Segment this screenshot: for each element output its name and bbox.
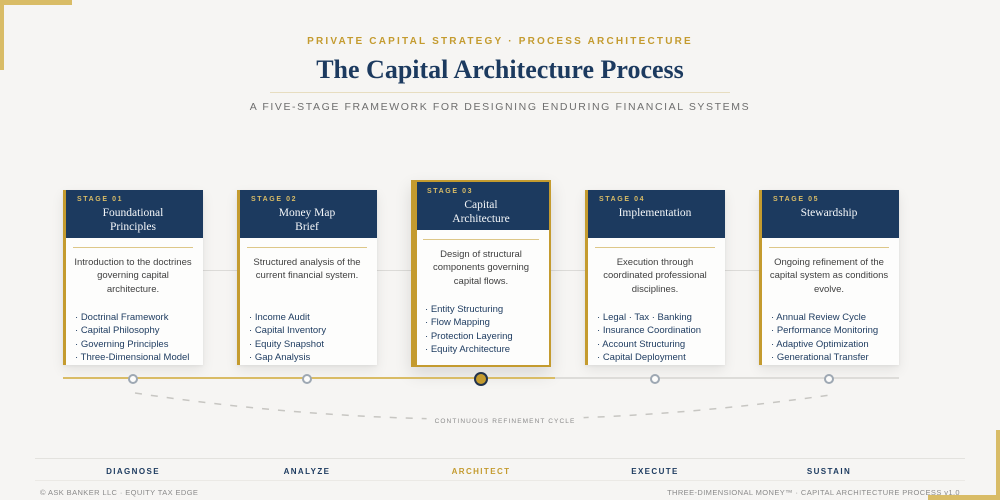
stage-list-item: Protection Layering	[425, 330, 539, 343]
stage-item-list: Entity StructuringFlow MappingProtection…	[423, 303, 539, 357]
card-gold-divider	[595, 247, 715, 248]
card-accent-bar	[413, 182, 417, 365]
stage-list-item: Three-Dimensional Model	[75, 351, 193, 364]
stage-list-item: Account Structuring	[597, 338, 715, 351]
stage-card-header: STAGE 05 Stewardship	[759, 190, 899, 238]
footer-phase-label[interactable]: ANALYZE	[283, 467, 331, 476]
stage-card-body: Structured analysis of the current finan…	[237, 238, 377, 365]
timeline-node-active[interactable]	[474, 372, 488, 386]
stage-title: Money Map Brief	[278, 207, 336, 234]
timeline-node[interactable]	[302, 374, 312, 384]
stage-description: Introduction to the doctrines governing …	[74, 257, 192, 295]
card-gold-divider	[423, 239, 539, 240]
stage-list-item: Adaptive Optimization	[771, 338, 889, 351]
stage-list-item: Capital Inventory	[249, 324, 367, 337]
page-subtitle: A FIVE-STAGE FRAMEWORK FOR DESIGNING END…	[249, 101, 751, 113]
card-accent-bar	[63, 190, 66, 365]
stage-item-list: Legal · Tax · BankingInsurance Coordinat…	[595, 311, 715, 365]
stage-number-label: STAGE 05	[773, 196, 820, 203]
card-gold-divider	[247, 247, 367, 248]
stage-card-header: STAGE 01 Foundational Principles	[63, 190, 203, 238]
eyebrow-label: PRIVATE CAPITAL STRATEGY · PROCESS ARCHI…	[307, 36, 693, 47]
stage-list-item: Income Audit	[249, 311, 367, 324]
stage-list-item: Equity Architecture	[425, 343, 539, 356]
stage-list-item: Entity Structuring	[425, 303, 539, 316]
stage-number-label: STAGE 02	[251, 196, 298, 203]
stage-card-body: Introduction to the doctrines governing …	[63, 238, 203, 365]
stage-list-item: Insurance Coordination	[597, 324, 715, 337]
footer-divider	[35, 458, 965, 459]
corner-accent-bottom-right-vertical	[996, 430, 1000, 500]
stage-description: Structured analysis of the current finan…	[253, 257, 361, 282]
timeline-node[interactable]	[824, 374, 834, 384]
stage-card-header: STAGE 03 Capital Architecture	[413, 182, 549, 230]
stage-list-item: Gap Analysis	[249, 351, 367, 364]
stage-description: Ongoing refinement of the capital system…	[769, 257, 889, 295]
stage-card-body: Design of structural components governin…	[413, 230, 549, 357]
card-accent-bar	[585, 190, 588, 365]
stage-list-item: Legal · Tax · Banking	[597, 311, 715, 324]
card-accent-bar	[759, 190, 762, 365]
stage-number-label: STAGE 03	[427, 188, 474, 195]
copyright-text: © ASK BANKER LLC · EQUITY TAX EDGE	[40, 488, 199, 497]
timeline-node[interactable]	[650, 374, 660, 384]
stage-title: Foundational Principles	[102, 207, 164, 234]
footer-divider	[35, 480, 965, 481]
corner-accent-top-left-horizontal	[0, 0, 72, 5]
stage-list-item: Doctrinal Framework	[75, 311, 193, 324]
stage-card-header: STAGE 04 Implementation	[585, 190, 725, 238]
card-connector-line	[551, 270, 585, 271]
stage-list-item: Generational Transfer	[771, 351, 889, 364]
stage-card[interactable]: STAGE 04 Implementation Execution throug…	[585, 190, 725, 365]
stage-card-body: Ongoing refinement of the capital system…	[759, 238, 899, 365]
stage-item-list: Income AuditCapital InventoryEquity Snap…	[247, 311, 367, 365]
stage-number-label: STAGE 01	[77, 196, 124, 203]
stage-description: Design of structural components governin…	[432, 249, 530, 287]
stage-list-item: Governing Principles	[75, 338, 193, 351]
stage-list-item: Annual Review Cycle	[771, 311, 889, 324]
stage-list-item: Equity Snapshot	[249, 338, 367, 351]
stage-item-list: Doctrinal FrameworkCapital PhilosophyGov…	[73, 311, 193, 365]
card-accent-bar	[237, 190, 240, 365]
refinement-cycle-label: CONTINUOUS REFINEMENT CYCLE	[426, 417, 584, 426]
stage-title: Implementation	[618, 207, 692, 219]
stage-list-item: Performance Monitoring	[771, 324, 889, 337]
stage-item-list: Annual Review CyclePerformance Monitorin…	[769, 311, 889, 365]
footer-phase-label[interactable]: EXECUTE	[631, 467, 679, 476]
corner-accent-bottom-right-horizontal	[928, 495, 1000, 500]
stage-list-item: Flow Mapping	[425, 316, 539, 329]
version-text: THREE-DIMENSIONAL MONEY™ · CAPITAL ARCHI…	[667, 488, 960, 497]
footer-phase-label[interactable]: DIAGNOSE	[106, 467, 160, 476]
stage-list-item: Capital Deployment	[597, 351, 715, 364]
stage-card-body: Execution through coordinated profession…	[585, 238, 725, 365]
corner-accent-top-left-vertical	[0, 0, 4, 70]
footer-phase-label[interactable]: ARCHITECT	[451, 467, 511, 476]
timeline-remaining-segment	[555, 377, 899, 379]
card-gold-divider	[769, 247, 889, 248]
card-connector-line	[377, 270, 411, 271]
stage-title: Stewardship	[800, 207, 858, 219]
footer-phase-label[interactable]: SUSTAIN	[806, 467, 852, 476]
stage-card[interactable]: STAGE 02 Money Map Brief Structured anal…	[237, 190, 377, 365]
stage-card-header: STAGE 02 Money Map Brief	[237, 190, 377, 238]
stage-card[interactable]: STAGE 01 Foundational Principles Introdu…	[63, 190, 203, 365]
card-connector-line	[203, 270, 237, 271]
page-title: The Capital Architecture Process	[316, 55, 684, 84]
card-gold-divider	[73, 247, 193, 248]
stage-description: Execution through coordinated profession…	[603, 257, 707, 295]
timeline-node[interactable]	[128, 374, 138, 384]
stage-card[interactable]: STAGE 03 Capital Architecture Design of …	[411, 180, 551, 367]
refinement-cycle-curve	[134, 392, 831, 421]
card-connector-line	[725, 270, 759, 271]
stage-list-item: Capital Philosophy	[75, 324, 193, 337]
stage-card[interactable]: STAGE 05 Stewardship Ongoing refinement …	[759, 190, 899, 365]
stage-number-label: STAGE 04	[599, 196, 646, 203]
page-header: PRIVATE CAPITAL STRATEGY · PROCESS ARCHI…	[0, 36, 1000, 113]
title-divider	[270, 92, 730, 93]
stage-title: Capital Architecture	[452, 199, 510, 226]
